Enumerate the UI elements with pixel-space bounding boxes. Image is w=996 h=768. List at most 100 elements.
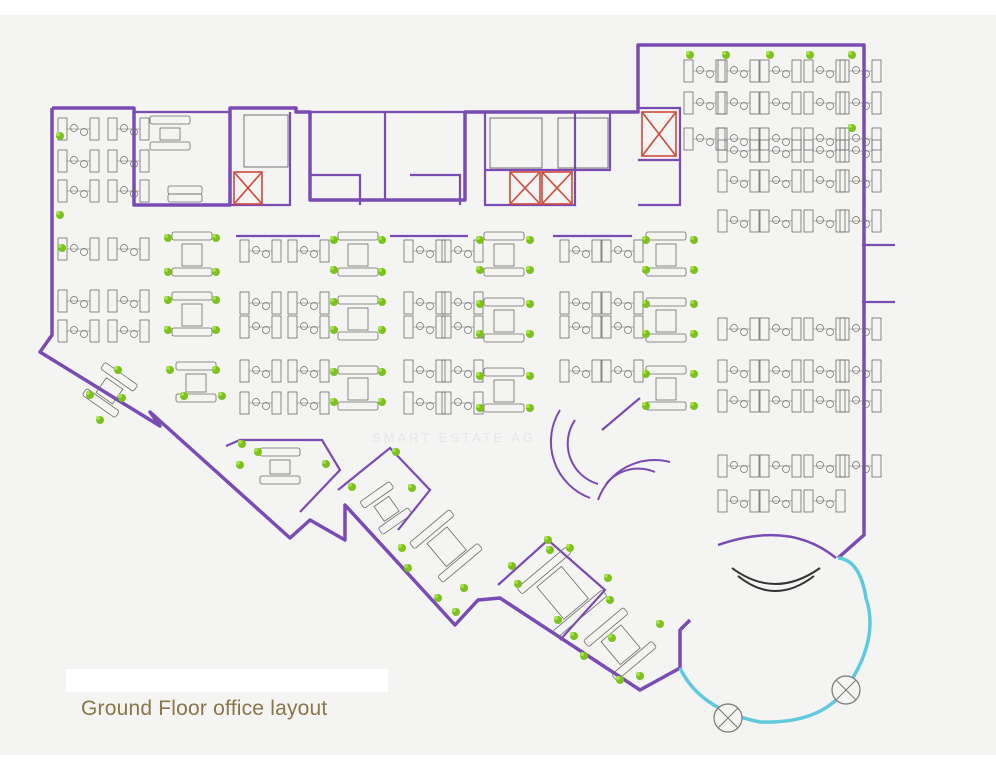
plant-icon bbox=[348, 483, 356, 491]
plant-icon bbox=[58, 244, 66, 252]
plant-icon bbox=[806, 51, 814, 59]
plant-icon bbox=[164, 326, 172, 334]
desk-chair-icon bbox=[772, 176, 780, 184]
desk-chair-icon bbox=[454, 322, 462, 330]
workstation bbox=[839, 209, 882, 233]
plants bbox=[56, 51, 861, 733]
revolving-door-icon bbox=[713, 703, 743, 733]
desk-chair-icon bbox=[782, 500, 790, 508]
plant-icon bbox=[690, 300, 698, 308]
workstation bbox=[403, 315, 446, 339]
plant-icon bbox=[476, 372, 484, 380]
desk-chair-icon bbox=[826, 70, 834, 78]
workstation bbox=[287, 291, 330, 315]
sofa-icon bbox=[337, 295, 379, 341]
workstation bbox=[107, 117, 150, 141]
workstation bbox=[287, 391, 330, 415]
desk-chair-icon bbox=[826, 328, 834, 336]
plant-icon bbox=[526, 266, 534, 274]
desk-chair-icon bbox=[772, 216, 780, 224]
desk-chair-icon bbox=[772, 98, 780, 106]
plant-icon bbox=[238, 440, 246, 448]
desk-chair-icon bbox=[252, 322, 260, 330]
workstation bbox=[287, 239, 330, 263]
desk-chair-icon bbox=[706, 138, 714, 146]
desk-chair-icon bbox=[730, 98, 738, 106]
desk-chair-icon bbox=[300, 366, 308, 374]
desk-chair-icon bbox=[416, 322, 424, 330]
workstation bbox=[759, 489, 802, 513]
desk-chair-icon bbox=[816, 324, 824, 332]
desk-chair-icon bbox=[782, 138, 790, 146]
workstation bbox=[839, 454, 882, 478]
workstation bbox=[717, 389, 760, 413]
workstation bbox=[839, 317, 882, 341]
desk-chair-icon bbox=[730, 396, 738, 404]
workstation bbox=[107, 179, 150, 203]
plant-icon bbox=[690, 402, 698, 410]
desk-chair-icon bbox=[816, 216, 824, 224]
plant-icon bbox=[460, 584, 468, 592]
desk-chair-icon bbox=[130, 190, 138, 198]
desk-chair-icon bbox=[426, 250, 434, 258]
plant-icon bbox=[114, 366, 122, 374]
elevator-shafts bbox=[233, 111, 677, 205]
plant-icon bbox=[164, 234, 172, 242]
plant-icon bbox=[526, 300, 534, 308]
plant-icon bbox=[570, 632, 578, 640]
plant-icon bbox=[212, 296, 220, 304]
plant-icon bbox=[642, 236, 650, 244]
desk-chair-icon bbox=[70, 244, 78, 252]
plant-icon bbox=[766, 51, 774, 59]
workstation bbox=[57, 319, 100, 343]
sofa-icon bbox=[167, 185, 203, 203]
desk-chair-icon bbox=[740, 500, 748, 508]
desk-chair-icon bbox=[696, 66, 704, 74]
desk-chair-icon bbox=[740, 150, 748, 158]
redaction-box bbox=[66, 669, 388, 692]
desk-chair-icon bbox=[416, 398, 424, 406]
desk-chair-icon bbox=[862, 102, 870, 110]
plant-icon bbox=[452, 608, 460, 616]
plant-icon bbox=[236, 461, 244, 469]
plant-icon bbox=[514, 580, 522, 588]
desk-chair-icon bbox=[582, 302, 590, 310]
plant-icon bbox=[86, 391, 94, 399]
plant-icon bbox=[608, 634, 616, 642]
workstation bbox=[107, 289, 150, 313]
workstation bbox=[403, 291, 446, 315]
desk-chair-icon bbox=[70, 186, 78, 194]
plant-icon bbox=[118, 394, 126, 402]
sofa-icon bbox=[483, 231, 525, 277]
desk-chair-icon bbox=[852, 98, 860, 106]
workstation bbox=[759, 169, 802, 193]
desk-chair-icon bbox=[740, 180, 748, 188]
desk-chair-icon bbox=[80, 330, 88, 338]
desk-chair-icon bbox=[80, 128, 88, 136]
plant-icon bbox=[554, 616, 562, 624]
workstation bbox=[683, 59, 726, 83]
plant-icon bbox=[636, 672, 644, 680]
desk-chair-icon bbox=[862, 370, 870, 378]
desk-chair-icon bbox=[826, 138, 834, 146]
workstation bbox=[57, 179, 100, 203]
reception-desk-icon bbox=[731, 567, 821, 592]
plant-icon bbox=[690, 330, 698, 338]
plant-icon bbox=[526, 236, 534, 244]
plant-icon bbox=[526, 372, 534, 380]
workstation bbox=[717, 169, 760, 193]
plant-icon bbox=[378, 236, 386, 244]
workstation bbox=[239, 291, 282, 315]
desk-chair-icon bbox=[852, 66, 860, 74]
plant-icon bbox=[508, 562, 516, 570]
desk-chair-icon bbox=[252, 246, 260, 254]
desk-chair-icon bbox=[706, 70, 714, 78]
desk-chair-icon bbox=[300, 246, 308, 254]
workstation bbox=[839, 139, 882, 163]
desk-chair-icon bbox=[782, 180, 790, 188]
desk-chair-icon bbox=[572, 366, 580, 374]
desk-chair-icon bbox=[120, 124, 128, 132]
plant-icon bbox=[722, 51, 730, 59]
desk-chair-icon bbox=[130, 330, 138, 338]
spiral-stair-icon bbox=[549, 409, 671, 501]
